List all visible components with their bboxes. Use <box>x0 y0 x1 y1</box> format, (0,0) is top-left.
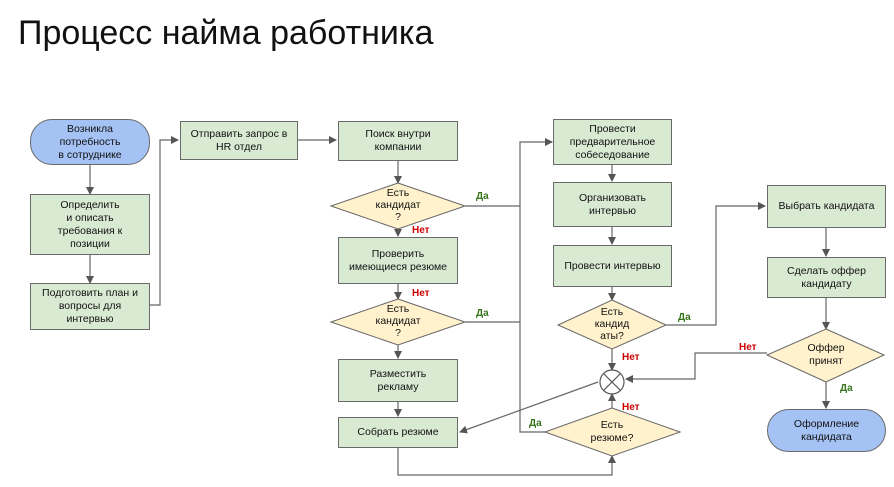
decision-text: Есть <box>601 419 624 431</box>
process-place-ad: Разместить рекламу <box>338 359 458 402</box>
edge-label-no: Нет <box>412 225 430 236</box>
decision-text: аты? <box>600 330 624 342</box>
process-check-resumes: Проверить имеющиеся резюме <box>338 237 458 284</box>
process-conduct-interview: Провести интервью <box>553 245 672 287</box>
node-label: Определить и описать требования к позици… <box>57 198 123 250</box>
process-pre-interview: Провести предварительное собеседование <box>553 119 672 165</box>
node-label: Организовать интервью <box>579 191 646 217</box>
edge-label-no: Нет <box>739 342 757 353</box>
decision-candidate-1: Есть кандидат ? <box>329 182 467 230</box>
process-choose-candidate: Выбрать кандидата <box>767 185 886 228</box>
edge-label-yes: Да <box>476 308 489 319</box>
decision-text: ? <box>395 211 401 223</box>
decision-text: кандид <box>595 318 630 330</box>
decision-resume: Есть резюме? <box>543 407 682 457</box>
decision-text: Оффер <box>807 342 844 354</box>
process-define-requirements: Определить и описать требования к позици… <box>30 194 150 255</box>
edge-label-yes: Да <box>678 312 691 323</box>
process-make-offer: Сделать оффер кандидату <box>767 257 886 298</box>
edge-label-no: Нет <box>412 288 430 299</box>
process-search-inside: Поиск внутри компании <box>338 121 458 161</box>
edge-label-yes: Да <box>476 191 489 202</box>
node-label: Провести предварительное собеседование <box>569 122 656 161</box>
decision-text: резюме? <box>591 432 634 444</box>
node-label: Возникла потребность в сотруднике <box>58 122 122 161</box>
node-label: Провести интервью <box>564 259 661 272</box>
decision-text: кандидат <box>376 315 421 327</box>
process-collect-resumes: Собрать резюме <box>338 417 458 448</box>
decision-text: Есть <box>387 303 410 315</box>
end-node-hiring: Оформление кандидата <box>767 409 886 452</box>
node-label: Выбрать кандидата <box>778 200 875 212</box>
node-label: Подготовить план и вопросы для интервью <box>42 287 138 325</box>
node-label: Разместить рекламу <box>369 367 427 393</box>
node-label: Проверить имеющиеся резюме <box>348 247 448 273</box>
decision-candidates: Есть кандид аты? <box>556 299 668 350</box>
process-prepare-plan: Подготовить план и вопросы для интервью <box>30 283 150 330</box>
node-label: Оформление кандидата <box>793 417 860 443</box>
decision-text: ? <box>395 327 401 339</box>
node-label: Отправить запрос в HR отдел <box>190 127 288 153</box>
page-title: Процесс найма работника <box>18 14 434 52</box>
decision-offer-accepted: Оффер принят <box>765 328 886 383</box>
process-organize-interview: Организовать интервью <box>553 182 672 227</box>
start-node-need: Возникла потребность в сотруднике <box>30 119 150 165</box>
edge-label-yes: Да <box>840 383 853 394</box>
decision-text: Есть <box>601 306 624 318</box>
decision-text: принят <box>809 355 843 367</box>
decision-candidate-2: Есть кандидат ? <box>329 298 467 346</box>
process-hr-request: Отправить запрос в HR отдел <box>180 121 298 160</box>
decision-text: кандидат <box>376 199 421 211</box>
connector-lines <box>86 136 830 476</box>
node-label: Поиск внутри компании <box>365 128 431 153</box>
node-label: Сделать оффер кандидату <box>787 264 866 290</box>
decision-text: Есть <box>387 187 410 199</box>
edge-label-yes: Да <box>529 418 542 429</box>
edge-label-no: Нет <box>622 402 640 413</box>
merge-junction-icon <box>599 369 625 395</box>
edge-label-no: Нет <box>622 352 640 363</box>
node-label: Собрать резюме <box>357 426 439 438</box>
